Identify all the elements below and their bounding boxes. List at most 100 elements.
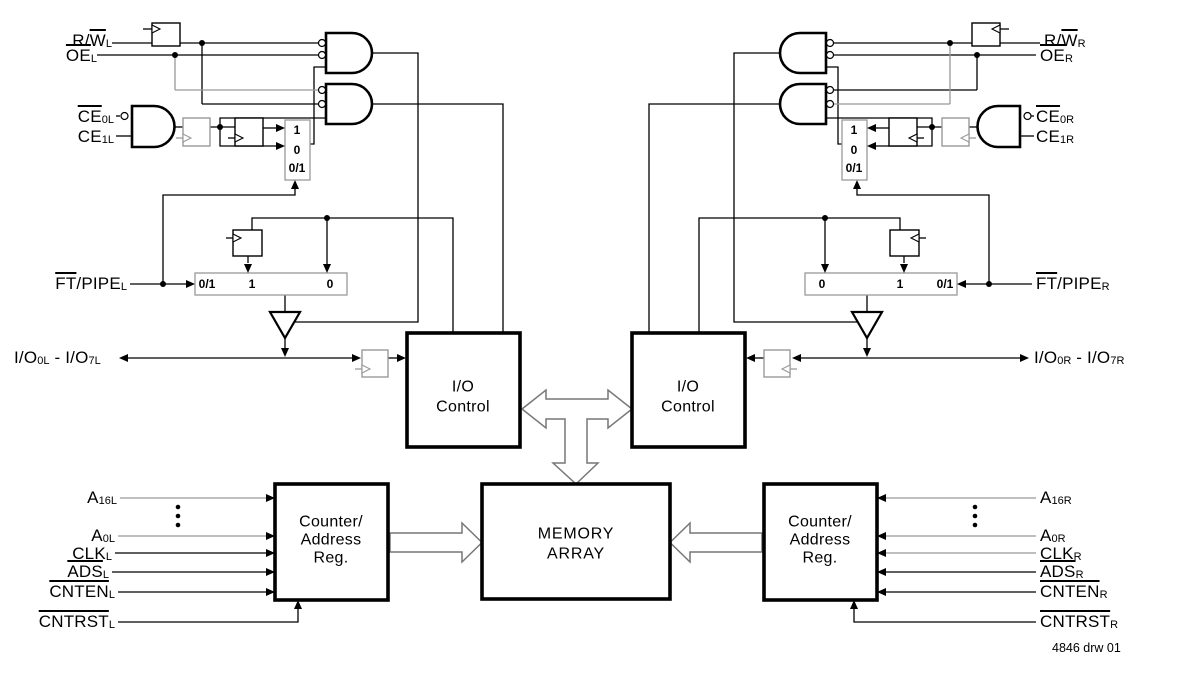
signal-label-segment: 16L [98, 495, 117, 507]
signal-label-ftpipe-right: FT/PIPER [1036, 274, 1110, 297]
signal-label-ce1-left: CE1L [78, 127, 114, 150]
signal-label-segment: L [108, 589, 115, 601]
signal-label-clk-left: CLKL [72, 544, 112, 567]
signal-label-ce0-right: CE0R [1036, 107, 1074, 130]
signal-label-rw-left: R/WL [72, 31, 112, 54]
wires-right [648, 28, 1040, 623]
junction-dots-right [822, 40, 992, 528]
signal-label-ads-left: ADSL [67, 562, 109, 585]
clock-icon [232, 233, 243, 243]
pipe-mux-left: 0/1 1 0 [194, 272, 348, 296]
mux-option: 0/1 [199, 277, 216, 291]
io-control-left-block: I/O Control [405, 331, 522, 449]
block-label: Address [301, 532, 362, 549]
gray-wires-left [118, 55, 362, 537]
signal-label-segment: I/O [14, 348, 38, 367]
output-buffer-right [850, 310, 884, 341]
signal-label-segment: 16R [1051, 495, 1072, 507]
clock-icon [151, 24, 162, 34]
read-enable-and-gate-left [317, 31, 374, 75]
block-label: Counter/ [299, 514, 363, 531]
signal-label-segment: L [90, 53, 97, 65]
bus-arrows [389, 388, 763, 564]
chip-enable-and-gate-right [976, 104, 1032, 149]
signal-label-cnten-right: CNTENR [1040, 582, 1108, 605]
gray-wires-right [790, 43, 1036, 554]
signal-label-ce0-left: CE0L [78, 107, 114, 130]
signal-label-rw-right: R/WR [1044, 31, 1086, 54]
mux-option: 0/1 [937, 277, 954, 291]
signal-label-a16-left: A16L [87, 488, 117, 511]
mux-option: 1 [897, 277, 904, 291]
signal-label-oe-left: OEL [66, 46, 97, 69]
signal-label-ce1-right: CE1R [1036, 127, 1074, 150]
signal-label-segment: CE [77, 127, 102, 146]
signal-label-segment: R/ [1044, 31, 1062, 50]
invert-bubble-icon [825, 99, 835, 109]
block-label: Counter/ [788, 514, 852, 531]
signal-label-segment: W [1061, 31, 1078, 50]
memory-array-block: MEMORY ARRAY [480, 482, 672, 601]
mux-option: 0 [294, 143, 301, 157]
mux-option: 1 [294, 123, 301, 137]
drawing-number-caption: 4846 drw 01 [1052, 641, 1121, 655]
signal-label-segment: FT [1036, 274, 1058, 293]
signal-label-a16-right: A16R [1040, 488, 1072, 511]
invert-bubble-icon [317, 50, 327, 60]
signal-label-segment: CE [1036, 107, 1061, 126]
signal-label-segment: L [105, 551, 112, 563]
signal-label-segment: CNTEN [1040, 582, 1100, 601]
chip-enable-and-gate-left [120, 104, 176, 149]
signal-label-segment: A [1040, 488, 1052, 507]
signal-label-oe-right: OER [1040, 46, 1073, 69]
clock-icon [959, 133, 970, 143]
invert-bubble-icon [825, 38, 835, 48]
pipe-register-right [889, 229, 920, 257]
signal-label-segment: R [1101, 281, 1110, 293]
mux-option: 0/1 [289, 161, 306, 175]
io-control-right-block: I/O Control [630, 331, 747, 449]
signal-label-segment: W [89, 31, 106, 50]
signal-label-segment: L [102, 569, 109, 581]
signal-label-segment: 0R [1057, 355, 1072, 367]
address-bus-arrow-left [389, 521, 484, 564]
invert-bubble-icon [317, 85, 327, 95]
invert-bubble-icon [825, 50, 835, 60]
signal-label-segment: R [1077, 38, 1086, 50]
write-enable-and-gate-right [778, 82, 835, 126]
signal-label-ftpipe-left: FT/PIPEL [55, 274, 127, 297]
signal-label-segment: R [1073, 551, 1082, 563]
signal-label-segment: CE [1036, 127, 1061, 146]
signal-label-segment: FT [55, 274, 77, 293]
ce-mux-right: 1 0 0/1 [841, 119, 868, 181]
address-bus-arrow-right [668, 521, 763, 564]
signal-label-segment: L [120, 281, 127, 293]
signal-label-cntrst-right: CNTRSTR [1040, 612, 1118, 635]
mux-option: 1 [249, 277, 256, 291]
signal-label-segment: OE [1040, 46, 1065, 65]
signal-label-segment: 0L [101, 114, 114, 126]
signal-label-segment: I/O [1034, 348, 1058, 367]
block-label: ARRAY [547, 546, 605, 563]
input-register-right [763, 349, 791, 378]
clock-icon [909, 233, 920, 243]
signal-label-segment: ADS [67, 562, 103, 581]
block-label: Address [790, 532, 851, 549]
junction-dots-left [160, 40, 330, 528]
signal-label-segment: CNTRST [1040, 612, 1111, 631]
signal-label-segment: CE [77, 107, 102, 126]
signal-label-segment: 0R [1060, 114, 1075, 126]
signal-label-segment: R [1110, 619, 1119, 631]
output-buffer-left [268, 310, 302, 341]
block-label: Control [436, 399, 490, 416]
clock-icon [780, 364, 791, 374]
mux-option: 0 [327, 277, 334, 291]
arrowheads-right [746, 124, 1029, 609]
invert-bubble-icon [120, 111, 129, 121]
block-label: I/O [452, 379, 474, 396]
invert-bubble-icon [1023, 111, 1032, 121]
ce-register2-right [888, 117, 918, 147]
signal-label-segment: 1L [101, 134, 114, 146]
counter-address-right-block: Counter/ Address Reg. [762, 482, 879, 602]
signal-label-segment: A [1040, 526, 1052, 545]
